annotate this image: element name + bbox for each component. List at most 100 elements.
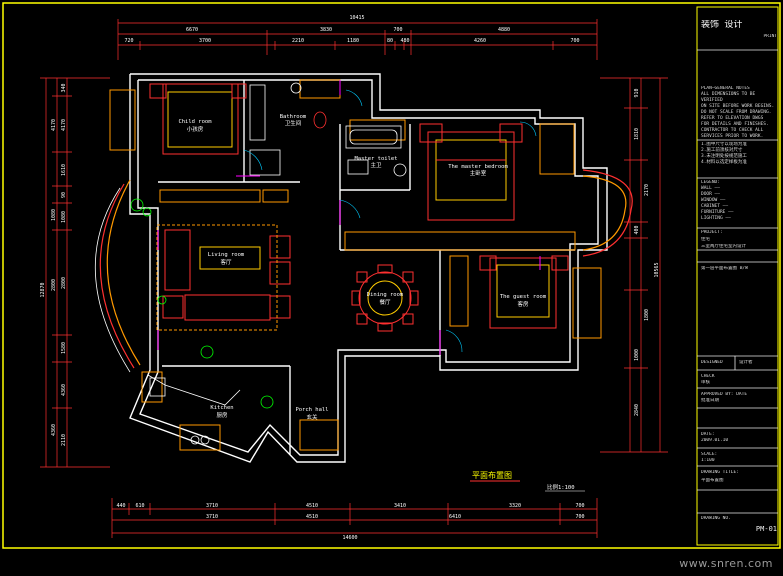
dim-left-sub-9: 2110: [61, 434, 67, 446]
child-room-bed: [149, 83, 247, 155]
room-label-porch-en: Porch hall: [295, 407, 328, 413]
dim-right-total: 10565: [654, 262, 660, 277]
dim-top-sub-7: 4260: [474, 38, 486, 44]
dim-bottom-seg-3: 3710: [206, 503, 218, 509]
dim-top-total: 10415: [349, 15, 364, 21]
kitchen-counter: [147, 374, 241, 445]
drawing-title: 平面布置图 比例1:100: [470, 470, 585, 492]
dim-top-sub-8: 700: [570, 38, 579, 44]
dim-bottom-mid-2: 4510: [306, 514, 318, 520]
living-room-sofa: [156, 224, 291, 331]
drawing-scale-text: 比例1:100: [547, 483, 575, 491]
title-block: 装饰 设计 PRINT PLAN—GENERAL NOTES ALL DIMEN…: [698, 8, 778, 546]
dim-bottom-seg-4: 4510: [306, 503, 318, 509]
tb-project: 住宅: [701, 237, 710, 242]
tb-notes: PLAN—GENERAL NOTES ALL DIMENSIONS TO BE …: [701, 86, 775, 138]
dim-bottom-mid-4: 700: [575, 514, 584, 520]
door-swings: [243, 89, 537, 353]
bathroom-fixtures: [249, 82, 327, 176]
right-bay-window: [582, 169, 633, 257]
dim-top-sub-5: 80: [387, 38, 393, 44]
dim-right-seg-5: 1800: [644, 309, 650, 321]
room-label-master-toilet-cn: 主卫: [370, 161, 382, 169]
doors: [157, 80, 541, 355]
dim-bottom-seg-7: 700: [575, 503, 584, 509]
tb-approved: 批准日期: [701, 398, 719, 403]
master-bedroom-bed: [419, 123, 523, 221]
watermark: www.snren.com: [679, 557, 773, 570]
dim-right-seg-7: 2840: [634, 404, 640, 416]
tb-sheet: PM-01: [755, 526, 777, 532]
room-label-child-en: Child room: [178, 119, 212, 125]
room-label-master-toilet-en: Master toilet: [354, 156, 397, 162]
room-label-guest-en: The guest room: [500, 294, 547, 300]
tb-drawing-type-label: DRAWING TITLE:: [701, 470, 739, 475]
right-dimensions: [600, 77, 668, 453]
dim-right-seg-2: 1810: [634, 128, 640, 140]
tb-scale-label: SCALE:: [701, 452, 718, 457]
dim-bottom-seg-6: 3320: [509, 503, 521, 509]
bottom-dimensions: [111, 498, 598, 538]
dim-left-sub-7: 1580: [61, 342, 67, 354]
dim-bottom-mid-1: 3710: [206, 514, 218, 520]
drawing-border: [2, 2, 781, 549]
title-block-border: [696, 6, 779, 546]
tb-project-label: PROJECT:: [701, 230, 723, 235]
room-label-living-cn: 客厅: [220, 258, 232, 266]
dim-bottom-seg-2: 610: [135, 503, 144, 509]
room-label-porch-cn: 玄关: [306, 413, 318, 421]
dim-right-seg-3: 2170: [644, 184, 650, 196]
dim-right-seg-4: 400: [634, 225, 640, 234]
dim-top-seg-1: 6670: [186, 27, 198, 33]
top-dimensions: [117, 19, 598, 60]
room-label-dining-cn: 餐厅: [379, 298, 391, 306]
dim-left-sub-8: 4360: [61, 384, 67, 396]
tb-notes-cn: 1.图中尺寸以现场为准 2.施工前须核对尺寸 3.未注明处按规范施工 4.材料以…: [701, 142, 747, 165]
dim-left-total: 12870: [40, 282, 46, 297]
plants: [130, 198, 274, 409]
tb-legend: LEGEND: WALL —— DOOR —— WINDOW —— CABINE…: [701, 180, 734, 221]
dim-left-sub-3: 1610: [61, 164, 67, 176]
dim-left-sub-1: 340: [61, 83, 67, 92]
tb-print: PRINT: [763, 34, 777, 39]
master-toilet-fixtures: [345, 125, 407, 177]
drawing-title-text: 平面布置图: [472, 470, 512, 480]
left-dimensions: [40, 77, 110, 468]
cabinets: [109, 79, 602, 451]
dim-left-seg-3: 2800: [51, 279, 57, 291]
dim-top-sub-6: 480: [400, 38, 409, 44]
dim-top-sub-4: 1180: [347, 38, 359, 44]
tb-company: 装饰 设计: [701, 20, 743, 30]
room-label-master-bedroom-cn: 主卧室: [470, 169, 487, 177]
room-label-child-cn: 小孩房: [187, 125, 204, 133]
tb-checked-label: CHECK: [701, 374, 715, 379]
dim-left-seg-2: 1080: [51, 209, 57, 221]
dim-left-sub-2: 4170: [61, 119, 67, 131]
tb-designer-label: DESIGNED: [701, 360, 723, 365]
room-label-master-bedroom-en: The master bedroom: [448, 164, 508, 170]
title-block-lines: [697, 49, 778, 514]
room-label-guest-cn: 客房: [517, 300, 529, 308]
tb-drawing-type: 平面布置图: [701, 478, 724, 483]
dim-top-sub-1: 720: [124, 38, 133, 44]
dim-left-seg-4: 4360: [51, 424, 57, 436]
room-label-dining-en: Dining room: [367, 292, 404, 298]
dim-bottom-seg-1: 440: [116, 503, 125, 509]
tb-scale: 1:100: [701, 458, 715, 463]
dim-left-sub-6: 2800: [61, 277, 67, 289]
dim-top-sub-3: 2210: [292, 38, 304, 44]
room-label-bathroom-cn: 卫生间: [285, 119, 302, 127]
dim-right-seg-1: 910: [634, 88, 640, 97]
room-label-kitchen-en: Kitchen: [210, 405, 233, 411]
dim-left-seg-1: 4170: [51, 119, 57, 131]
dim-left-sub-5: 1080: [61, 211, 67, 223]
tb-checked: 审核: [701, 380, 710, 385]
room-label-kitchen-cn: 厨房: [216, 411, 228, 419]
tb-date-label: DATE:: [701, 432, 715, 437]
dim-left-sub-4: 90: [61, 192, 67, 198]
tb-sheet-label: DRAWING NO.: [701, 516, 731, 521]
dining-table: [351, 264, 419, 332]
tb-approved-label: APPROVED BY: DATE: [701, 392, 748, 397]
room-label-bathroom-en: Bathroom: [280, 114, 307, 120]
